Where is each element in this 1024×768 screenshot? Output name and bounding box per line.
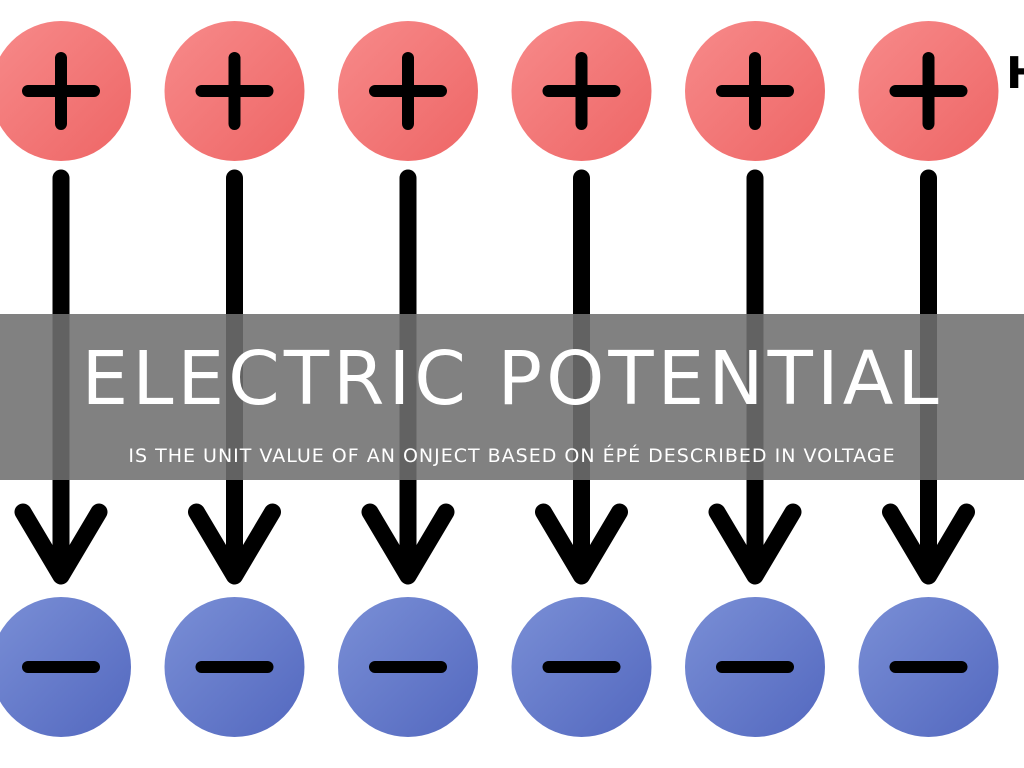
positive-charge-6 (858, 21, 999, 161)
negative-charge-2 (164, 597, 305, 737)
plus-icon (195, 52, 274, 130)
plus-icon (542, 52, 621, 130)
positive-charge-3 (338, 21, 478, 161)
cropped-text: H (1006, 52, 1024, 96)
slide-title: ELECTRIC POTENTIAL (81, 336, 943, 422)
negative-charge-6 (858, 597, 999, 737)
negative-charge-5 (685, 597, 825, 737)
negative-charge-4 (511, 597, 652, 737)
positive-charge-4 (511, 21, 652, 161)
positive-charge-5 (685, 21, 825, 161)
positive-charge-2 (164, 21, 305, 161)
plus-icon (889, 52, 968, 130)
negative-charge-1 (0, 597, 131, 737)
negative-charge-3 (338, 597, 478, 737)
plus-icon (716, 52, 794, 130)
plus-icon (22, 52, 100, 130)
slide-subtitle: IS THE UNIT VALUE OF AN ONJECT BASED ON … (128, 445, 896, 467)
plus-icon (369, 52, 447, 130)
title-band (0, 314, 1024, 480)
positive-charge-1 (0, 21, 131, 161)
